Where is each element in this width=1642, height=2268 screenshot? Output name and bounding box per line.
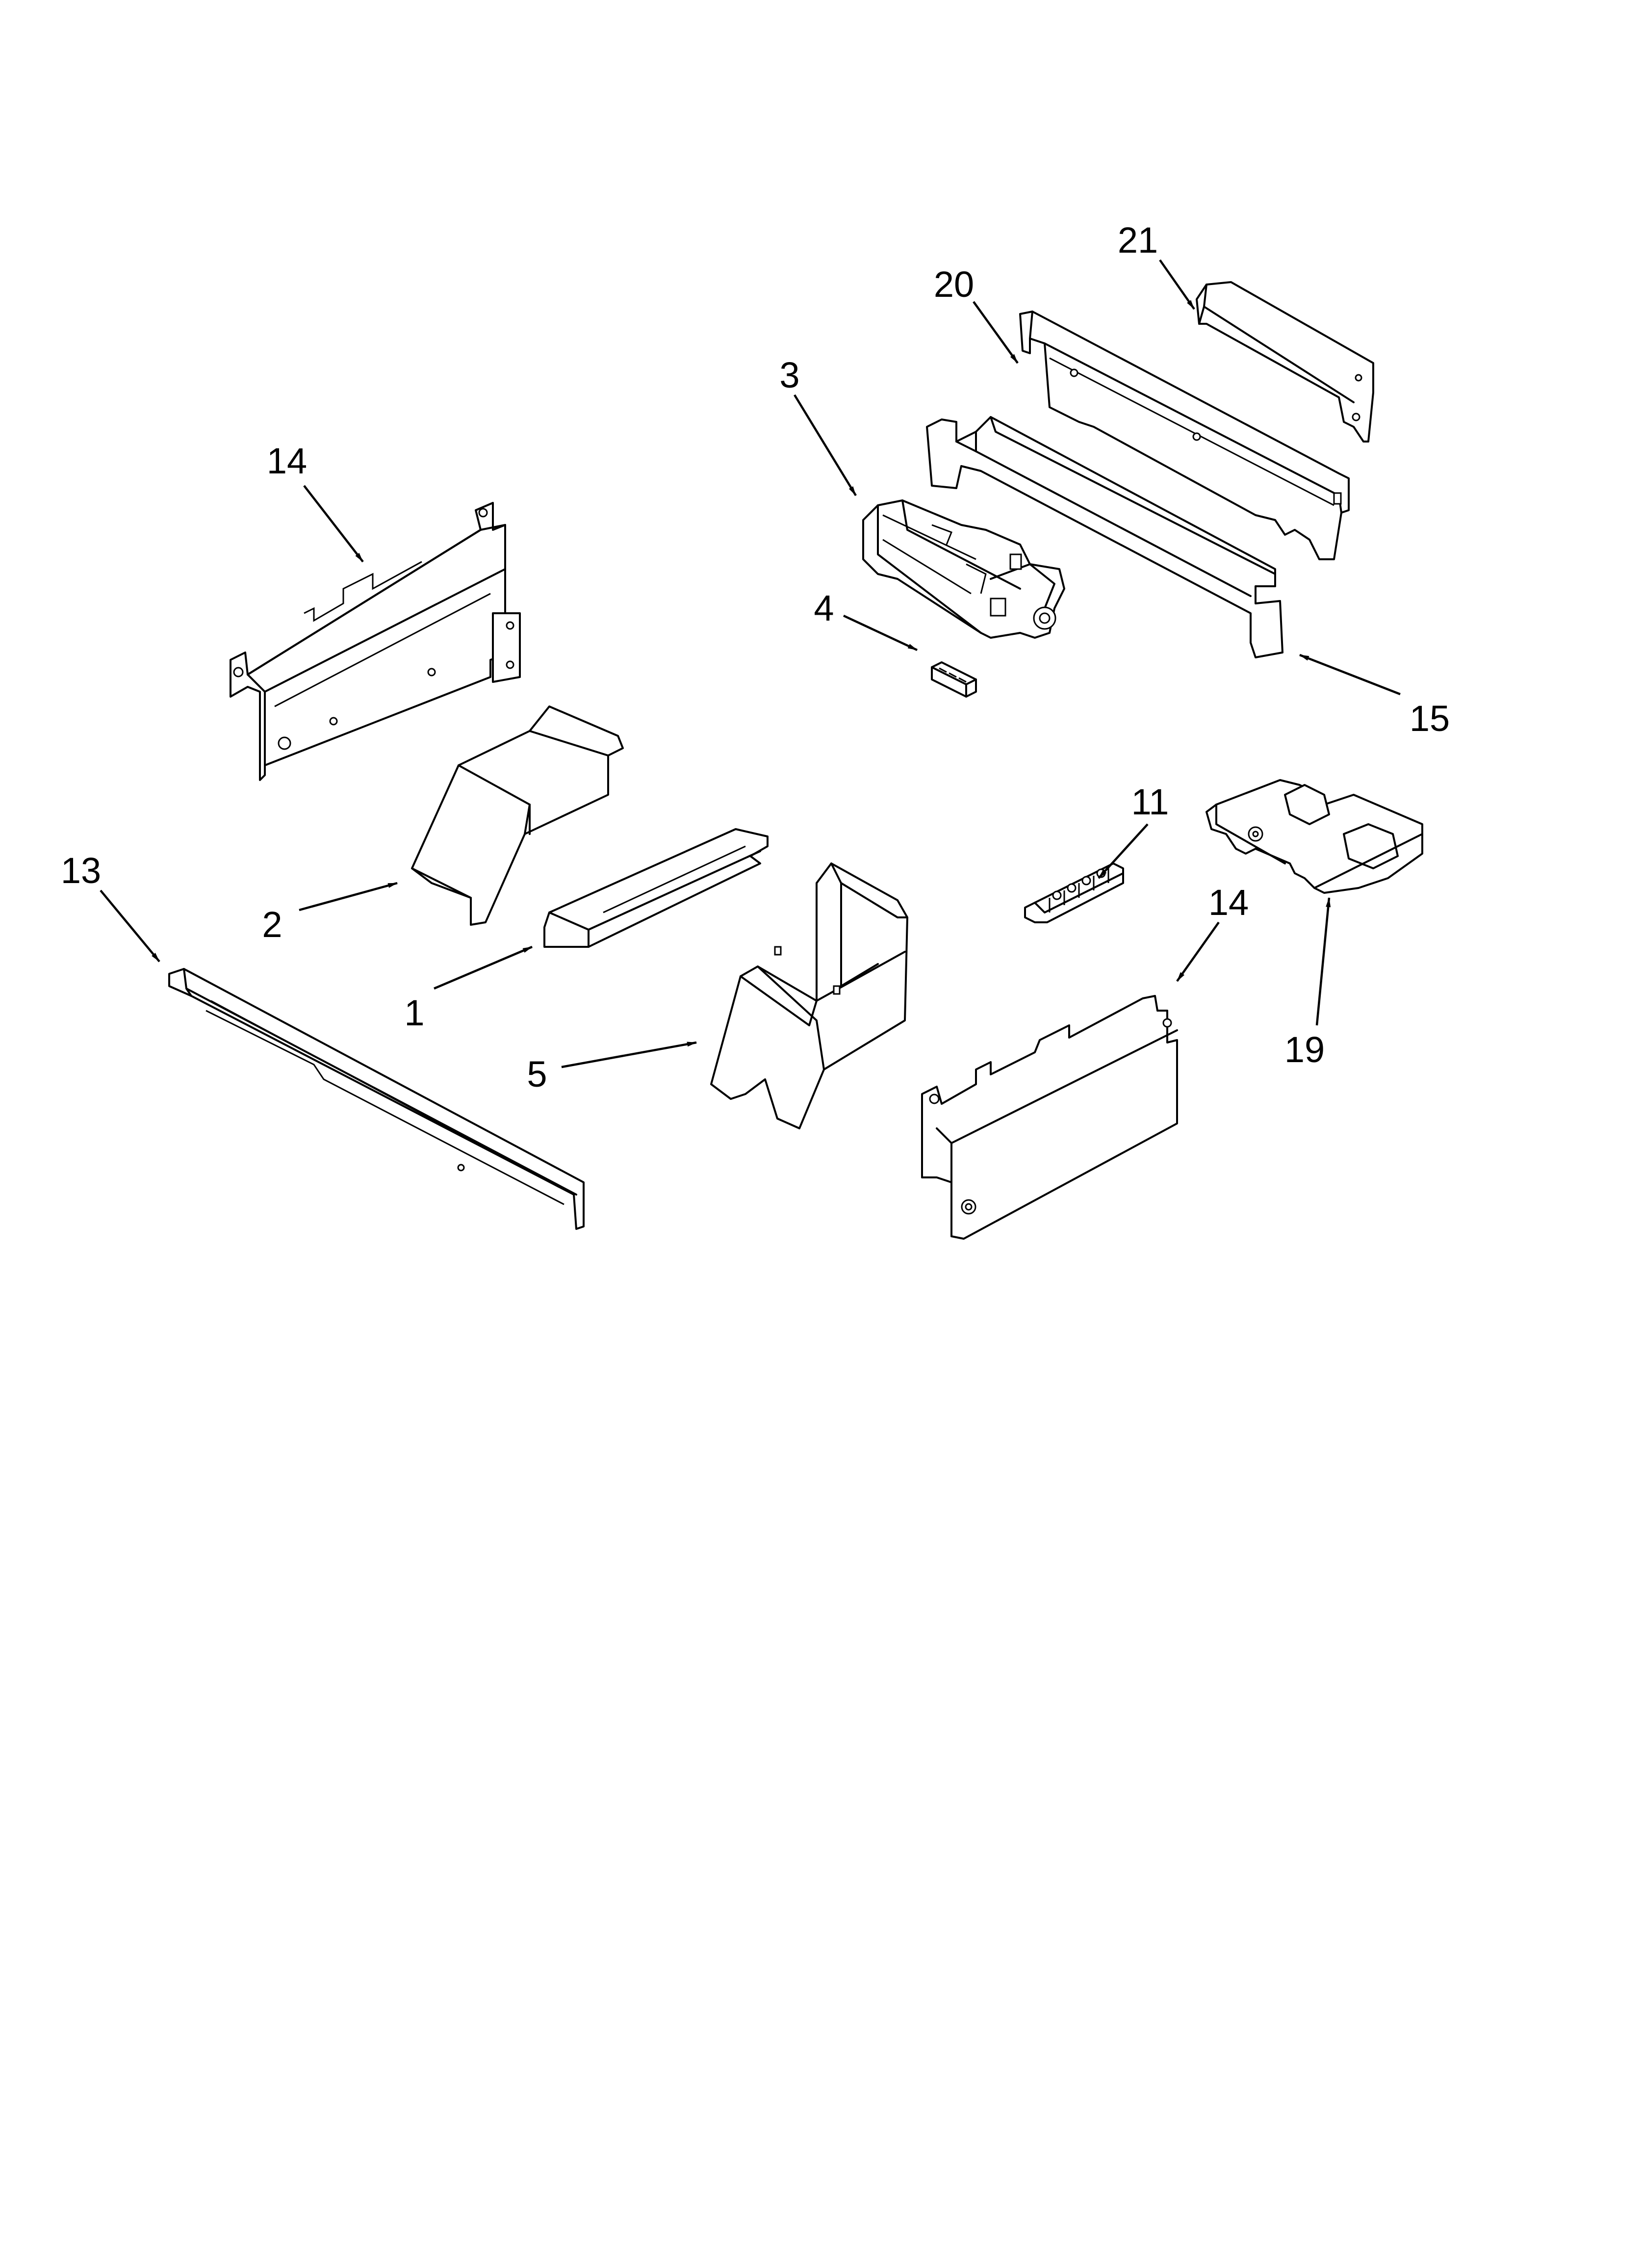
callout-15: 15 [1410, 698, 1450, 739]
part-15-perforated-bracket [926, 416, 1283, 658]
leader-2 [299, 882, 398, 912]
part-5-u-channel [710, 862, 908, 1129]
leader-14a [303, 485, 364, 563]
callout-14-upper: 14 [267, 441, 307, 481]
leader-21 [1159, 259, 1195, 310]
callout-5: 5 [527, 1054, 547, 1095]
leader-13 [100, 889, 160, 963]
leader-lines [100, 259, 1401, 1069]
callout-3: 3 [779, 355, 799, 395]
leader-3 [794, 394, 857, 496]
callout-11: 11 [1131, 782, 1169, 822]
callout-4: 4 [814, 588, 834, 628]
leader-20 [973, 301, 1019, 364]
leader-14b [1176, 921, 1220, 982]
callout-1: 1 [404, 992, 424, 1033]
leader-19 [1315, 897, 1331, 1026]
callout-13: 13 [61, 850, 101, 891]
part-2-duct-cover [411, 705, 624, 926]
part-14-lower-panel [921, 995, 1178, 1240]
callout-20: 20 [934, 264, 974, 305]
leader-15 [1299, 653, 1401, 696]
callout-21: 21 [1118, 220, 1158, 261]
part-19-switch-plate [1206, 779, 1423, 894]
part-3-thermostat-assembly [862, 499, 1065, 639]
leader-11 [1098, 823, 1149, 879]
callout-14-lower: 14 [1208, 882, 1249, 923]
leader-4 [843, 614, 918, 652]
callout-labels: 1 2 3 4 5 11 13 14 14 15 19 20 21 [61, 220, 1450, 1095]
leader-5 [561, 1041, 697, 1069]
part-13-long-bar [168, 968, 585, 1230]
part-11-terminal-block [1024, 862, 1124, 923]
callout-19: 19 [1284, 1029, 1325, 1070]
callout-2: 2 [262, 904, 282, 945]
part-21-small-plate [1196, 281, 1374, 443]
part-4-connector-block [931, 661, 977, 698]
part-20-top-panel [1019, 311, 1350, 560]
leader-1 [434, 945, 533, 990]
part-14-upper-bracket [230, 502, 521, 781]
part-1-strip [543, 828, 769, 948]
